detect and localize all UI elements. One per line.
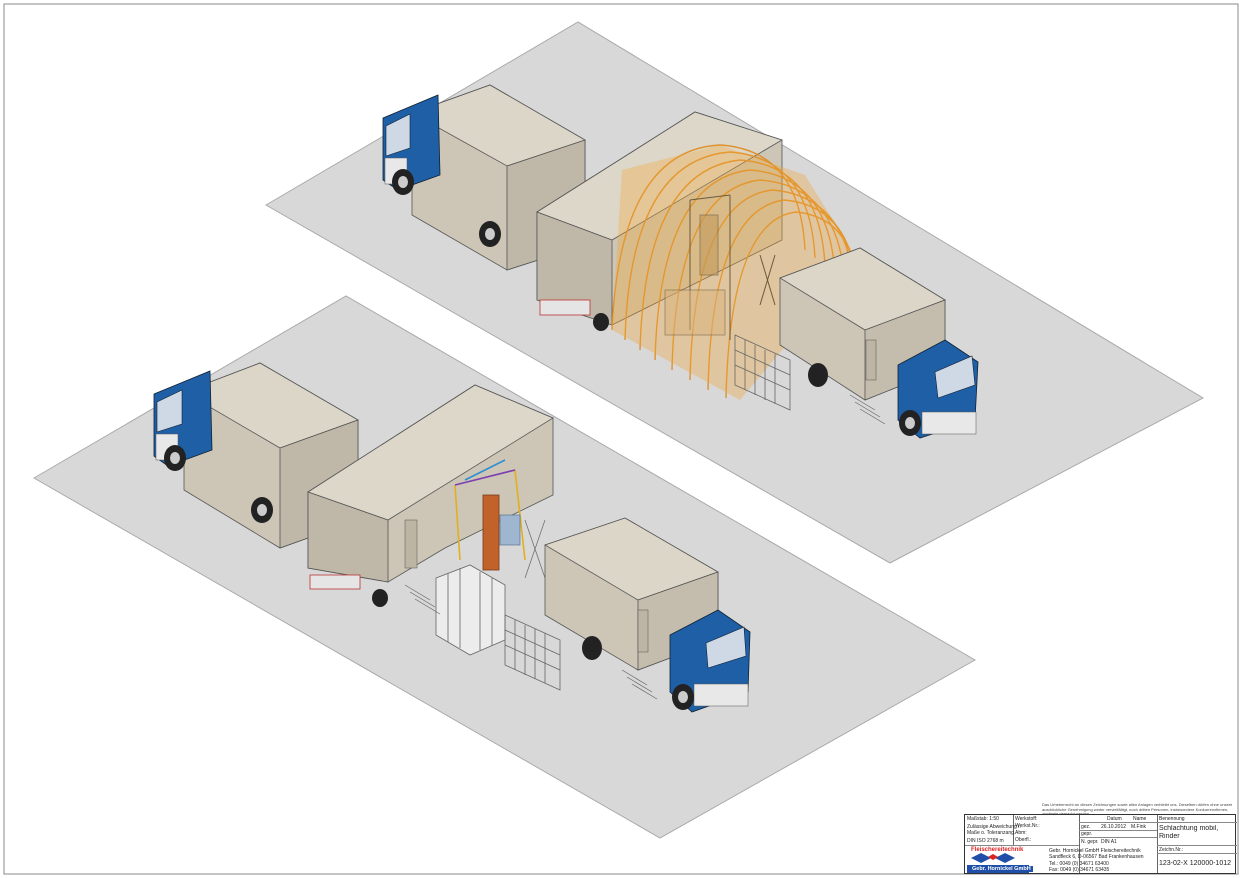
fence-gates-lower (504, 614, 561, 691)
scene-open-setup (33, 295, 977, 839)
name-header: Name (1133, 816, 1147, 822)
truck-right-lower (544, 517, 751, 713)
format: DIN A1 (1101, 839, 1117, 845)
checked-label: gepr. (1081, 831, 1093, 837)
drawing-number: 123-02-X 120000-1012 (1159, 860, 1232, 867)
drawn-label: gez. (1081, 824, 1091, 830)
part-no-label: Werkst.Nr.: (1015, 823, 1040, 829)
company-name: Gebr. Hornickel GmbH Fleischereitechnik (1049, 848, 1141, 854)
norm-label: N. gepr. (1081, 839, 1099, 845)
fence-gates-upper (734, 334, 791, 411)
designation-line-2: Rinder (1159, 833, 1180, 840)
tolerance-line-1: Zulässige Abweichung f. (967, 824, 1021, 830)
scene-tent-setup (265, 21, 1205, 564)
copyright-notice: Das Urheberrecht an diesen Zeichnungen s… (1042, 802, 1233, 815)
trailer-upper (536, 111, 783, 331)
steps-lower (404, 584, 441, 615)
slaughter-rig-upper (664, 194, 776, 340)
title-block: Maßstab: 1:50 Zulässige Abweichung f. Ma… (964, 814, 1237, 874)
date-header: Datum (1107, 816, 1122, 822)
tolerance-line-3: DIN ISO 2768 m (967, 838, 1004, 844)
drawn-date: 26.10.2012 (1101, 824, 1127, 830)
material-label: Werkstoff: (1015, 816, 1038, 822)
truck-left-upper (382, 84, 586, 271)
tolerance-line-2: Maße o. Toleranzang. (967, 830, 1016, 836)
designation-line-1: Schlachtung mobil, (1159, 825, 1219, 832)
tent-cover (612, 145, 858, 400)
slaughter-rig-lower (454, 459, 546, 579)
drawing-frame (3, 3, 1239, 875)
truck-left-lower (153, 362, 359, 549)
logo-text-top: Fleischereitechnik (971, 847, 1024, 853)
company-tel: Tel.: 0049 (0) 34671 63400 (1049, 861, 1109, 867)
drawn-name: M.Fink (1131, 824, 1146, 830)
designation-label: Benennung (1159, 816, 1185, 822)
company-address: Sandfleck 6, D-06567 Bad Frankenhausen (1049, 854, 1144, 860)
surface-label: Oberfl.: (1015, 837, 1032, 843)
company-fax: Fax: 0049 (0) 34671 63435 (1049, 867, 1110, 873)
logo-text-bottom: Gebr. Hornickel GmbH (970, 866, 1033, 872)
trailer-lower (307, 384, 554, 607)
truck-right-upper (779, 247, 979, 439)
scale: Maßstab: 1:50 (967, 816, 999, 822)
drawing-no-label: Zeichn.Nr.: (1159, 847, 1184, 853)
dims-label: Abm: (1015, 830, 1027, 836)
